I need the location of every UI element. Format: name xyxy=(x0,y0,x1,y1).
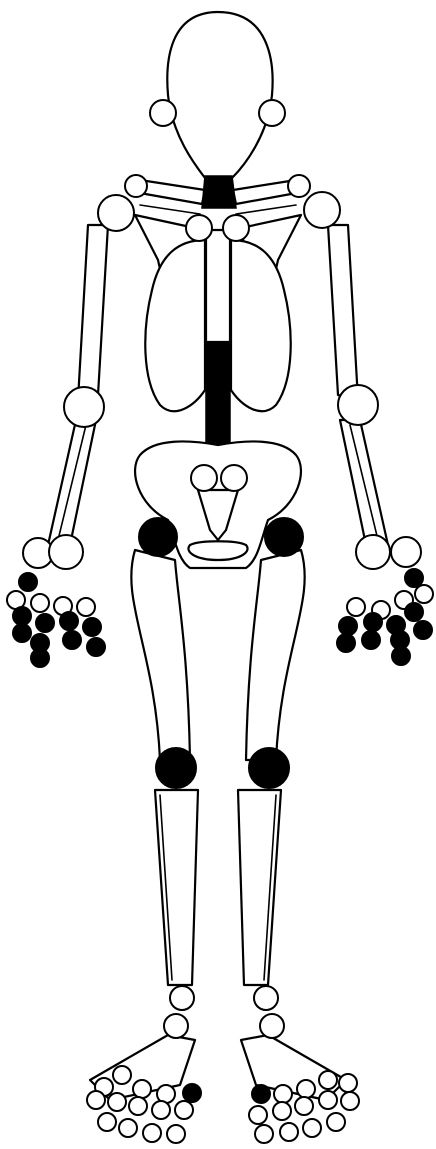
foot-left-mtp-5-joint xyxy=(183,1084,201,1102)
hand-left-mcp-1-joint xyxy=(19,573,37,591)
sternoclavicular-right-joint xyxy=(288,175,310,197)
hand-left-pip-4-joint xyxy=(60,612,78,630)
spine-thoracic xyxy=(206,230,230,342)
foot-left-dip-1-joint xyxy=(98,1113,116,1131)
foot-right-mtp-2-joint xyxy=(274,1085,292,1103)
spine-cervical xyxy=(202,176,236,208)
femur-right xyxy=(246,550,305,760)
ribcage-left xyxy=(145,240,205,411)
foot-left-mtp-1-joint xyxy=(113,1066,131,1084)
wrist-left-b-joint xyxy=(49,535,83,569)
skull xyxy=(167,12,272,178)
elbow-left-joint xyxy=(64,387,104,427)
foot-left-pip-5-joint xyxy=(175,1101,193,1119)
hand-left-dip-3-joint xyxy=(87,638,105,656)
hand-left-dip-4-joint xyxy=(31,649,49,667)
sternoclavicular-left-joint xyxy=(125,175,147,197)
jaw-left-joint xyxy=(150,100,176,126)
hand-right-pip-4-joint xyxy=(364,613,382,631)
clavicle-left-line xyxy=(140,205,200,214)
foot-left-pip-1-joint xyxy=(87,1091,105,1109)
foot-right-mtp-3-joint xyxy=(297,1080,315,1098)
foot-right-mtp-4-joint xyxy=(319,1071,337,1089)
humerus-right xyxy=(328,225,358,400)
tarsal-right-joint xyxy=(260,1014,284,1038)
shoulder-left-joint xyxy=(98,195,134,231)
foot-right-dip-1-joint xyxy=(255,1125,273,1143)
clavicle-right-line xyxy=(236,205,296,214)
humerus-left xyxy=(78,225,108,400)
acromioclavicular-left-joint xyxy=(186,215,212,241)
hand-right-mcp-5-joint xyxy=(347,598,365,616)
hand-right-dip-3-joint xyxy=(337,634,355,652)
acromioclavicular-right-joint xyxy=(223,215,249,241)
foot-right-dip-3-joint xyxy=(303,1119,321,1137)
hand-right-dip-2-joint xyxy=(362,631,380,649)
foot-right-mtp-1-joint xyxy=(252,1085,270,1103)
foot-right-mtp-5-joint xyxy=(339,1074,357,1092)
hand-left-pip-5-joint xyxy=(83,618,101,636)
hand-right-dip-4-joint xyxy=(392,647,410,665)
hand-left-pip-3-joint xyxy=(36,614,54,632)
wrist-right-a-joint xyxy=(356,535,390,569)
foot-right-pip-5-joint xyxy=(341,1092,359,1110)
foot-right-pip-2-joint xyxy=(273,1102,291,1120)
foot-left-dip-4-joint xyxy=(167,1125,185,1143)
foot-right-pip-1-joint xyxy=(249,1106,267,1124)
hip-right-joint xyxy=(265,518,303,556)
hand-right-mcp-1-joint xyxy=(405,569,423,587)
ribcage-right xyxy=(231,240,291,411)
foot-left-mtp-3-joint xyxy=(133,1080,151,1098)
foot-left-pip-3-joint xyxy=(129,1097,147,1115)
sacroiliac-right-joint xyxy=(221,465,247,491)
knee-left-joint xyxy=(156,748,196,788)
foot-right-dip-2-joint xyxy=(280,1123,298,1141)
hand-left-pip-2-joint xyxy=(13,624,31,642)
hand-right-pip-5-joint xyxy=(339,617,357,635)
hand-left-mcp-5-joint xyxy=(77,598,95,616)
tarsal-left-joint xyxy=(164,1014,188,1038)
knee-right-joint xyxy=(249,748,289,788)
hand-left-mcp-3-joint xyxy=(31,594,49,612)
elbow-right-joint xyxy=(338,385,378,425)
jaw-right-joint xyxy=(259,100,285,126)
ankle-left-joint xyxy=(170,986,194,1010)
foot-right-dip-4-joint xyxy=(327,1113,345,1131)
hand-right-mcp-2-joint xyxy=(415,585,433,603)
foot-left-pip-4-joint xyxy=(152,1101,170,1119)
foot-left-dip-2-joint xyxy=(119,1119,137,1137)
foot-left-dip-3-joint xyxy=(143,1124,161,1142)
spine-lumbar xyxy=(206,342,230,460)
sacroiliac-left-joint xyxy=(191,465,217,491)
hand-left-dip-2-joint xyxy=(63,631,81,649)
obturator-opening xyxy=(188,541,247,560)
hip-left-joint xyxy=(139,518,177,556)
hand-right-pip-1-joint xyxy=(405,603,423,621)
foot-right-pip-4-joint xyxy=(319,1091,337,1109)
hand-right-pip-2-joint xyxy=(414,621,432,639)
ankle-right-joint xyxy=(254,986,278,1010)
foot-right-pip-3-joint xyxy=(295,1097,313,1115)
shoulder-right-joint xyxy=(304,192,340,228)
wrist-right-b-joint xyxy=(391,537,421,567)
femur-left xyxy=(131,550,190,760)
foot-left-pip-2-joint xyxy=(108,1093,126,1111)
hand-left-pip-1-joint xyxy=(13,607,31,625)
